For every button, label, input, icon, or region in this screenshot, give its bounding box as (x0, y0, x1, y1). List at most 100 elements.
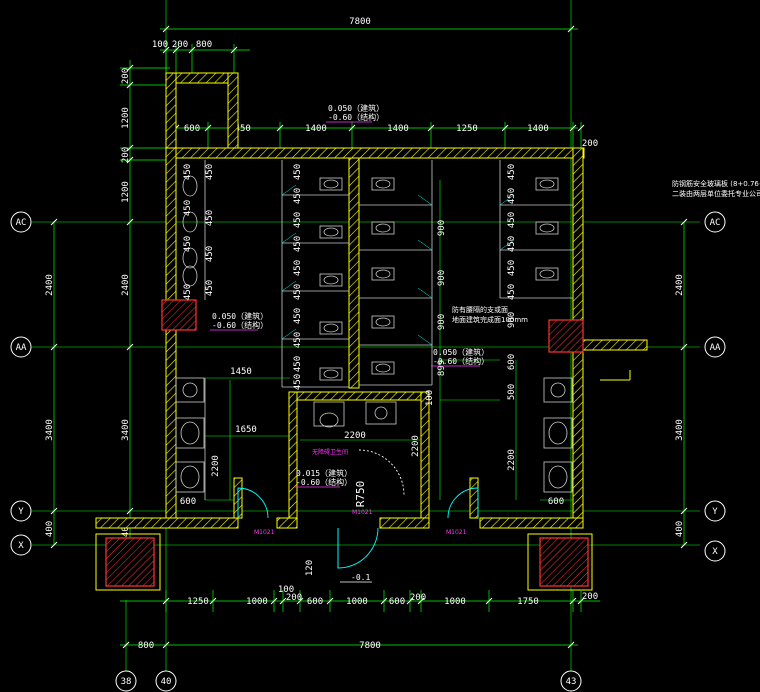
dim-left-1200b: 1200 (121, 181, 131, 203)
svg-text:450: 450 (183, 236, 193, 252)
dim-bottom-1000b: 1000 (346, 597, 368, 607)
axis-bubbles-right (704, 211, 726, 562)
svg-text:450: 450 (293, 332, 303, 348)
radius-label: R750 (354, 481, 367, 508)
svg-text:450: 450 (293, 260, 303, 276)
dim-bottom-600a: 600 (307, 597, 323, 607)
axis-bubbles-left (10, 211, 32, 556)
svg-text:AC: AC (16, 218, 27, 228)
dim-bottom-600b: 600 (389, 597, 405, 607)
dim-row2-1400c: 1400 (527, 124, 549, 134)
axis-bubble-left-y (10, 500, 32, 522)
dim-top-200: 200 (172, 40, 188, 50)
svg-text:120: 120 (305, 560, 315, 576)
axis-bubble-left-ac (10, 211, 32, 233)
dim-row2-200: 200 (582, 139, 598, 149)
svg-text:450: 450 (183, 200, 193, 216)
dim-bottom-100: 100 (278, 585, 294, 595)
column-bottom-left (105, 537, 155, 587)
inner-dims-right: 450 450 450 450 450 450 900 900 900 900 … (211, 164, 517, 576)
level-mark-left: 0.050（建筑） -0.60（结构） (210, 311, 268, 331)
svg-text:Y: Y (712, 507, 718, 517)
svg-text:0.015（建筑）: 0.015（建筑） (296, 468, 352, 478)
svg-text:450: 450 (205, 210, 215, 226)
svg-text:AA: AA (710, 343, 721, 353)
axis-bubble-bottom-40 (155, 670, 177, 692)
top-dimension-lines (160, 28, 582, 150)
doors (237, 449, 479, 569)
dim-inner-1450: 1450 (230, 367, 252, 377)
svg-text:900: 900 (507, 312, 517, 328)
svg-text:0.050（建筑）: 0.050（建筑） (212, 311, 268, 321)
level-mark-right: 0.050（建筑） -0.60（结构） (431, 347, 489, 367)
axis-bubble-left-aa (10, 336, 32, 358)
left-dimension-lines (53, 60, 170, 545)
right-dimension-ticks (680, 218, 688, 549)
dim-bottom-overall: 7800 (359, 641, 381, 651)
dim-bottom-1250: 1250 (187, 597, 209, 607)
svg-text:43: 43 (566, 677, 577, 687)
svg-text:900: 900 (437, 220, 447, 236)
dim-left-2400-outer: 2400 (45, 274, 55, 296)
inner-dims-left: 450 450 450 450 450 450 450 450 (183, 164, 215, 300)
door-label-m2: M1021 (352, 509, 373, 516)
dim-left-3400-outer: 3400 (45, 419, 55, 441)
dim-row2-1450: 1450 (229, 124, 251, 134)
svg-text:899: 899 (437, 360, 447, 376)
column-left-mid (161, 299, 197, 331)
svg-text:40: 40 (161, 677, 172, 687)
svg-text:Y: Y (18, 507, 24, 517)
svg-text:-0.60（结构）: -0.60（结构） (433, 356, 489, 366)
note-edge-a: 防钢筋安全玻璃板 (8+0.76+ (672, 179, 760, 188)
svg-text:AC: AC (710, 218, 721, 228)
svg-text:X: X (712, 547, 718, 557)
svg-text:450: 450 (293, 356, 303, 372)
dim-inner-600b: 600 (548, 497, 564, 507)
dim-left-3400-inner: 3400 (121, 419, 131, 441)
column-bases (95, 533, 593, 591)
svg-text:450: 450 (293, 284, 303, 300)
columns (105, 299, 589, 587)
svg-text:450: 450 (205, 246, 215, 262)
dim-row2-1400b: 1400 (387, 124, 409, 134)
level-mark-outside: -0.1 (340, 573, 372, 583)
dim-bottom-200: 200 (286, 593, 302, 603)
svg-text:450: 450 (507, 284, 517, 300)
door-label-m1: M1021 (254, 529, 275, 536)
door-label-m3: M1021 (446, 529, 467, 536)
level-mark-center: 0.015（建筑） -0.60（结构） (294, 468, 352, 488)
left-dimension-ticks (50, 64, 134, 549)
svg-text:-0.60（结构）: -0.60（结构） (328, 112, 384, 122)
svg-text:0.050（建筑）: 0.050（建筑） (328, 103, 384, 113)
dim-left-2400-inner: 2400 (121, 274, 131, 296)
svg-text:-0.60（结构）: -0.60（结构） (296, 477, 352, 487)
accessible-room-label: 无障碍卫生间 (312, 448, 348, 456)
svg-text:450: 450 (293, 308, 303, 324)
axis-bubble-left-x (10, 534, 32, 556)
toilets (313, 177, 559, 428)
inner-details (205, 180, 573, 501)
svg-text:2200: 2200 (411, 435, 421, 457)
svg-text:38: 38 (121, 677, 132, 687)
note-right-b: 地面建筑完成面100mm (452, 315, 528, 324)
dim-right-400: 400 (675, 521, 685, 537)
axis-bubble-bottom-43 (560, 670, 582, 692)
axis-bubble-right-y (704, 500, 726, 522)
svg-text:450: 450 (183, 284, 193, 300)
dim-bottom-1000a: 1000 (246, 597, 268, 607)
bottom-dimension-ticks (122, 597, 585, 649)
axis-bubble-right-aa (704, 336, 726, 358)
dim-left-200b: 200 (121, 147, 131, 163)
dim-inner-2200h: 2200 (344, 431, 366, 441)
column-right-mid (548, 319, 584, 353)
top-dimension-ticks (162, 25, 585, 132)
axis-bubble-bottom-38 (115, 670, 137, 692)
axis-bubble-right-x (704, 540, 726, 562)
dim-inner-1650: 1650 (235, 425, 257, 435)
svg-text:600: 600 (507, 354, 517, 370)
svg-text:450: 450 (293, 236, 303, 252)
svg-text:450: 450 (293, 188, 303, 204)
dim-bottom-1750: 1750 (517, 597, 539, 607)
svg-text:X: X (18, 541, 24, 551)
